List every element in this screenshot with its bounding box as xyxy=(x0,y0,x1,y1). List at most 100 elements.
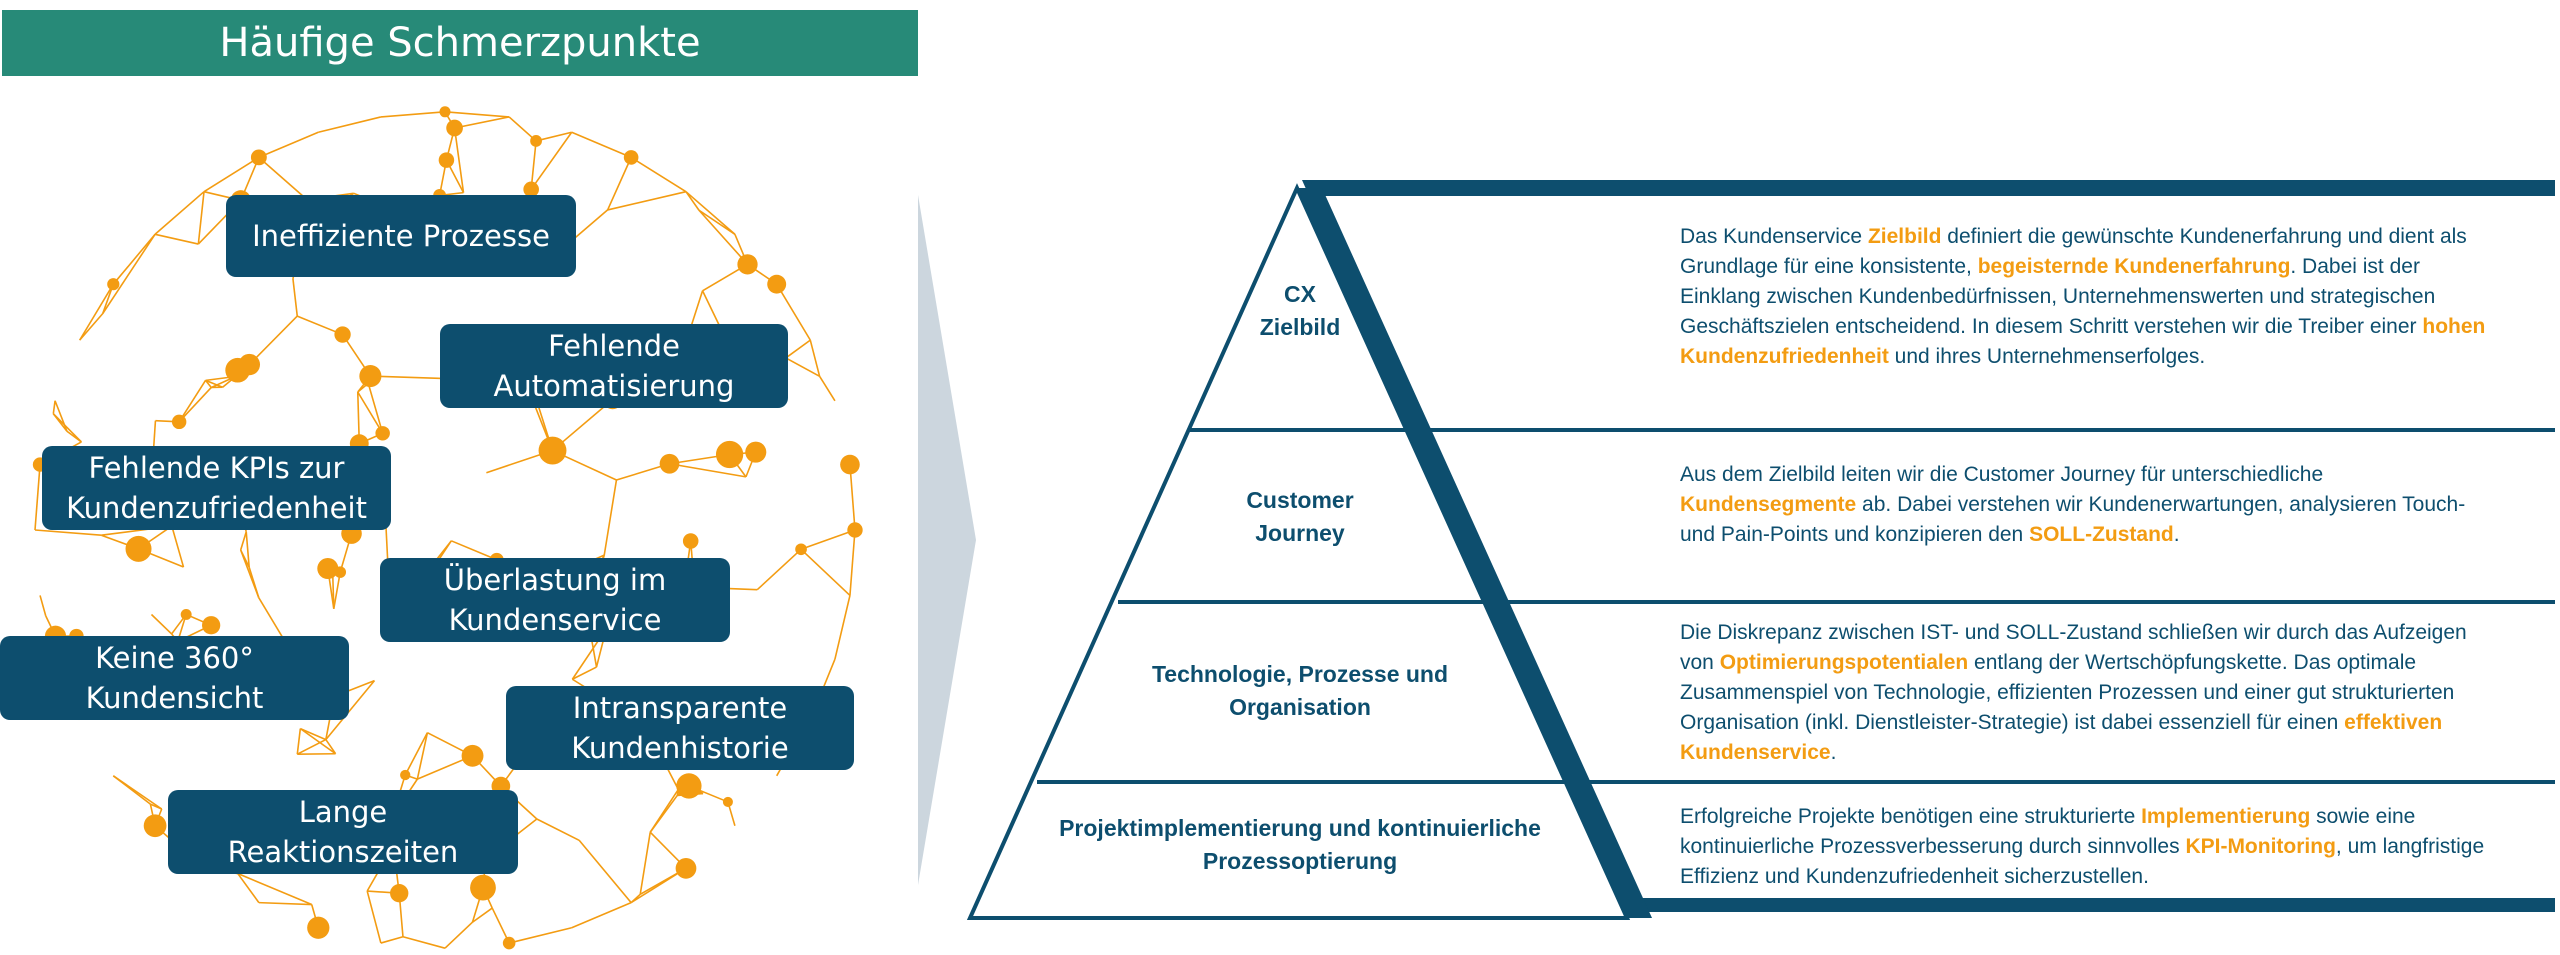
network-line xyxy=(366,890,382,944)
network-line xyxy=(698,209,736,235)
network-line xyxy=(318,116,382,134)
highlight-term: KPI-Monitoring xyxy=(2185,835,2336,858)
network-line xyxy=(454,116,510,129)
network-line xyxy=(756,548,802,591)
pain-point-keine-360-sicht: Keine 360° Kundensicht xyxy=(0,636,349,720)
network-node xyxy=(847,522,863,538)
network-line xyxy=(508,926,572,944)
network-line xyxy=(154,191,205,235)
network-line xyxy=(404,732,429,776)
network-node xyxy=(682,533,699,549)
network-node xyxy=(359,365,382,388)
network-line xyxy=(258,156,308,201)
description-text: Das Kundenservice xyxy=(1680,225,1868,248)
highlight-term: Zielbild xyxy=(1867,225,1942,248)
pain-point-ineffiziente-prozesse: Ineffiziente Prozesse xyxy=(226,195,576,277)
network-line xyxy=(834,595,851,660)
network-node xyxy=(238,353,261,376)
network-line xyxy=(150,613,173,635)
pain-point-ueberlastung: Überlastung im Kundenservice xyxy=(380,558,730,642)
network-node xyxy=(375,426,390,441)
description-text: sowie eine kontinuierliche Prozessverbes… xyxy=(1680,805,2416,858)
level-label-projektimplementierung: Projektimplementierung und kontinuierlic… xyxy=(1059,815,1541,874)
network-line xyxy=(239,531,247,551)
network-node xyxy=(502,936,516,950)
network-node xyxy=(767,274,787,294)
network-line xyxy=(178,386,212,423)
network-line xyxy=(607,190,687,211)
section-title: Häufige Schmerzpunkte xyxy=(2,10,918,76)
network-line xyxy=(203,156,260,193)
network-node xyxy=(202,616,221,635)
network-line xyxy=(171,525,185,568)
network-node xyxy=(530,135,542,147)
network-node xyxy=(676,773,702,799)
network-line xyxy=(535,131,572,142)
network-line xyxy=(52,413,82,443)
network-line xyxy=(809,339,821,377)
network-line xyxy=(292,278,299,317)
network-line xyxy=(237,873,260,904)
description-text: . xyxy=(2173,523,2180,546)
network-line xyxy=(204,379,212,388)
pain-point-fehlende-automatisierung: Fehlende Automatisierung xyxy=(440,324,788,408)
network-line xyxy=(39,595,47,617)
network-line xyxy=(79,313,104,341)
network-line xyxy=(239,549,250,568)
network-node xyxy=(334,566,347,578)
network-line xyxy=(52,413,68,432)
network-node xyxy=(523,181,539,198)
network-line xyxy=(698,209,749,265)
network-line xyxy=(603,479,618,556)
network-line xyxy=(248,315,298,366)
network-node xyxy=(250,149,267,166)
network-line xyxy=(800,548,851,597)
network-line xyxy=(444,921,474,949)
level-description-projektimplementierung: Erfolgreiche Projekte benötigen eine str… xyxy=(1680,802,2500,892)
network-line xyxy=(367,383,384,434)
network-line xyxy=(325,739,337,755)
network-node xyxy=(538,436,567,465)
network-line xyxy=(453,127,465,193)
network-line xyxy=(685,191,700,211)
network-node xyxy=(659,453,680,474)
network-line xyxy=(258,901,312,906)
network-node xyxy=(171,414,187,430)
level-description-customer-journey: Aus dem Zielbild leiten wir die Customer… xyxy=(1680,460,2500,550)
network-node xyxy=(446,119,463,137)
description-text: , um langfristige Effizienz und Kundenzu… xyxy=(1680,835,2485,888)
level-label-customer-journey: Customer Journey xyxy=(1246,487,1354,546)
network-line xyxy=(472,907,493,923)
network-line xyxy=(178,379,207,423)
network-line xyxy=(685,191,736,235)
network-line xyxy=(333,571,342,609)
description-text: Erfolgreiche Projekte benötigen eine str… xyxy=(1680,805,2142,828)
highlight-term: SOLL-Zustand xyxy=(2029,523,2174,546)
network-line xyxy=(571,901,632,929)
highlight-term: effektiven Kundenservice xyxy=(1680,711,2443,764)
network-node xyxy=(180,608,192,620)
network-node xyxy=(307,916,330,939)
network-node xyxy=(317,558,339,580)
network-line xyxy=(630,867,687,904)
network-line xyxy=(785,357,820,377)
network-line xyxy=(785,339,811,359)
description-text: und ihres Unternehmenserfolges. xyxy=(1888,345,2206,368)
network-line xyxy=(54,400,68,432)
network-node xyxy=(722,796,733,807)
network-line xyxy=(52,400,56,414)
network-node xyxy=(143,814,167,838)
network-line xyxy=(296,728,302,755)
highlight-term: Optimierungspotentialen xyxy=(1719,651,1969,674)
network-line xyxy=(571,131,632,159)
network-line xyxy=(649,789,680,833)
network-line xyxy=(299,727,337,755)
description-text: ab. Dabei verstehen wir Kundenerwartunge… xyxy=(1680,493,2466,546)
description-text: Die Diskrepanz zwischen IST- und SOLL-Zu… xyxy=(1680,621,2467,674)
network-node xyxy=(438,152,455,168)
description-text: entlang der Wertschöpfungskette. Das opt… xyxy=(1680,651,2455,734)
network-node xyxy=(623,150,639,165)
network-line xyxy=(245,531,250,568)
network-line xyxy=(416,732,429,780)
network-line xyxy=(444,111,510,118)
